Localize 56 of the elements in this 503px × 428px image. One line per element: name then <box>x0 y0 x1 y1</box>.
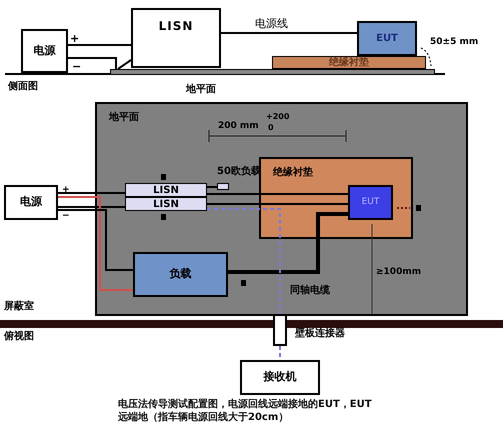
ground-plane <box>95 102 468 316</box>
text-label: 200 mm <box>218 122 259 131</box>
text-label: 屏蔽室 <box>4 302 34 312</box>
wire <box>68 57 117 69</box>
node-label: LISN <box>158 20 194 34</box>
text-label: 同轴电缆 <box>290 286 330 296</box>
wire <box>117 59 132 70</box>
node-label: 地平面 <box>186 84 216 95</box>
wire <box>207 203 348 205</box>
connector-label: 壁板连接器 <box>295 328 345 339</box>
text-label: +200 <box>266 113 290 121</box>
coax-cable <box>207 208 281 314</box>
text-label: − <box>72 61 82 72</box>
insulating-pad <box>272 56 426 69</box>
wire <box>68 44 131 46</box>
node-label: 电源 <box>20 196 42 209</box>
lisn-box <box>125 197 207 211</box>
text-label: 侧面图 <box>8 82 38 92</box>
text-label: 0 <box>268 124 274 132</box>
node-label: EUT <box>362 198 380 208</box>
box <box>240 360 320 395</box>
node-label: 地平面 <box>109 112 139 123</box>
text-label: 俯视图 <box>4 332 34 342</box>
box <box>4 185 58 220</box>
wire <box>228 212 348 274</box>
node-label: 负载 <box>170 268 192 281</box>
text-label: ≥100mm <box>376 268 422 277</box>
wire <box>58 192 125 194</box>
wire <box>58 209 133 271</box>
edge-label: 电源线 <box>255 18 288 29</box>
lisn-box <box>125 183 207 197</box>
coax-cable <box>279 346 281 360</box>
lisn-box <box>131 8 221 68</box>
box <box>21 29 68 73</box>
text-label: 50±5 mm <box>430 38 478 47</box>
node-label: 电源 <box>34 44 56 58</box>
text-label: + <box>70 33 80 44</box>
wire <box>207 186 217 188</box>
insulating-pad <box>259 157 413 239</box>
wire <box>221 32 357 34</box>
node-label: 接收机 <box>264 371 296 384</box>
node-label: 绝缘衬垫 <box>273 167 313 178</box>
node-label: LISN <box>153 184 179 196</box>
load-box <box>133 252 228 297</box>
ground-plane <box>110 69 435 95</box>
caption: 电压法传导测试配置图，电源回线远端接地的EUT，EUT远端地（指车辆电源回线大于20cm） <box>118 398 373 424</box>
eut-box <box>357 21 417 56</box>
text-label: + <box>62 186 70 195</box>
text-label: − <box>62 212 70 221</box>
node-label: LISN <box>153 198 179 210</box>
node-label: EUT <box>376 33 398 44</box>
wire <box>58 196 133 291</box>
wire <box>207 193 348 195</box>
node-label: 绝缘衬垫 <box>329 57 369 68</box>
wire <box>58 206 125 208</box>
eut-box <box>348 185 393 220</box>
